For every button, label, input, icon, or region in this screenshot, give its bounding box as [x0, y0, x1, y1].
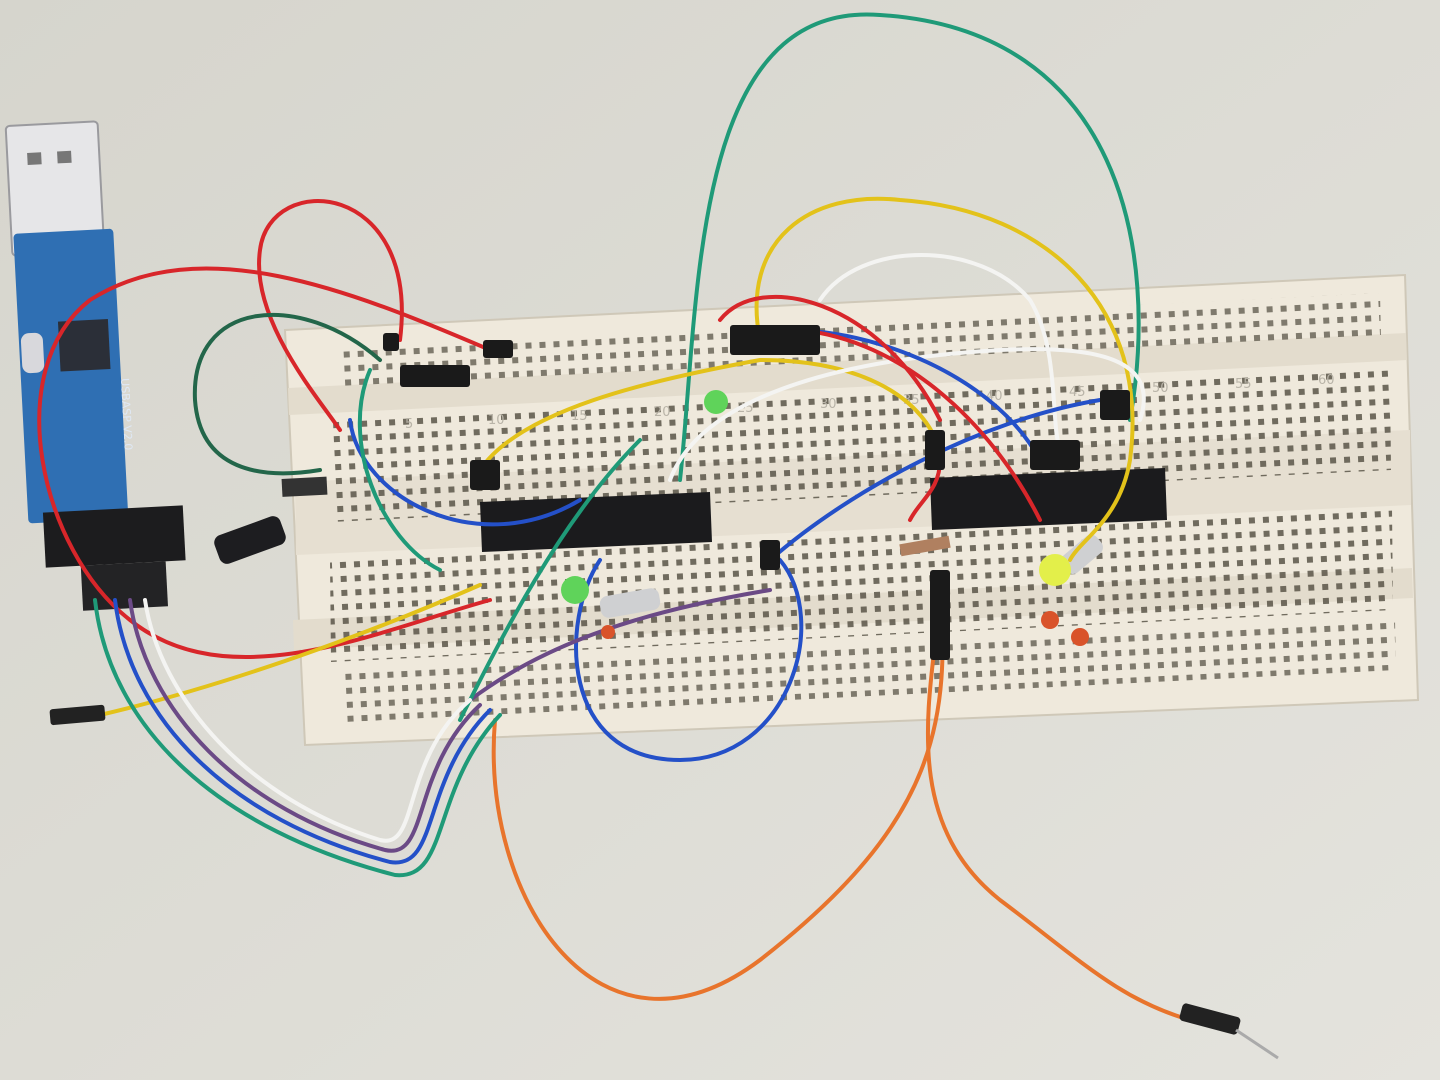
yellow-wire-a [478, 357, 942, 472]
blue-wire [768, 398, 1102, 562]
white-wire [668, 347, 1146, 482]
ribbon-connector [80, 561, 168, 611]
yellow-led [1039, 554, 1071, 586]
column-number: 5 [405, 417, 413, 432]
mcu-chip [57, 319, 111, 372]
green-led [561, 576, 589, 604]
red-wire-programmer [37, 266, 492, 660]
orange-wire [491, 578, 945, 1001]
capacitor [214, 516, 286, 564]
red-capacitor-2 [1071, 628, 1089, 646]
blue-wire-loop [574, 558, 804, 763]
microcontroller-left [480, 492, 712, 552]
green-wire-b [458, 438, 642, 722]
green-wire-c [357, 368, 442, 572]
microcontroller-right [930, 468, 1167, 530]
resistor [899, 535, 951, 557]
ribbon-purple [128, 598, 482, 853]
blue-wire-left [348, 418, 582, 527]
column-number: 10 [488, 413, 505, 428]
green-led-top [704, 390, 728, 414]
crystal-right [1060, 534, 1103, 575]
pcb [13, 228, 129, 524]
ribbon-white [143, 598, 472, 843]
orange-wire-connector [930, 570, 950, 660]
column-number: 15 [571, 409, 588, 424]
usbasp-programmer: USBASP V2.0 [4, 120, 186, 611]
red-wire-loop [257, 199, 404, 432]
green-wire-long [678, 12, 1141, 482]
column-number: 50 [1152, 381, 1169, 396]
column-number: 20 [654, 405, 671, 420]
bottom-power-rail-holes [345, 620, 1396, 722]
column-number: 55 [1235, 377, 1252, 392]
red-capacitor-3 [601, 625, 615, 639]
orange-wire-2 [925, 598, 1192, 1022]
pin [1235, 1028, 1279, 1060]
voltage-regulator [281, 476, 328, 497]
crystal [20, 332, 45, 374]
yellow-wire-c [98, 583, 482, 717]
column-number: 60 [1318, 373, 1335, 388]
isp-header [42, 505, 186, 568]
crystal [599, 588, 661, 618]
top-rail-divider [288, 333, 1407, 415]
red-capacitor-1 [1041, 611, 1059, 629]
dark-green-wire [192, 312, 382, 476]
pin-connector [1179, 1003, 1241, 1035]
bottom-terminal-holes [330, 508, 1393, 662]
jumper-wires [37, 12, 1279, 1060]
ribbon-green [93, 598, 502, 878]
red-wire-right [798, 328, 1042, 522]
column-number: 45 [1069, 385, 1086, 400]
programmer-label: USBASP V2.0 [118, 378, 135, 451]
ribbon-blue [113, 598, 492, 865]
pin-connector-yellow [49, 704, 106, 726]
white-wire-2 [818, 253, 1062, 452]
column-number: 30 [820, 397, 837, 412]
red-wire-top [718, 295, 942, 422]
yellow-wire-b [754, 196, 1135, 562]
